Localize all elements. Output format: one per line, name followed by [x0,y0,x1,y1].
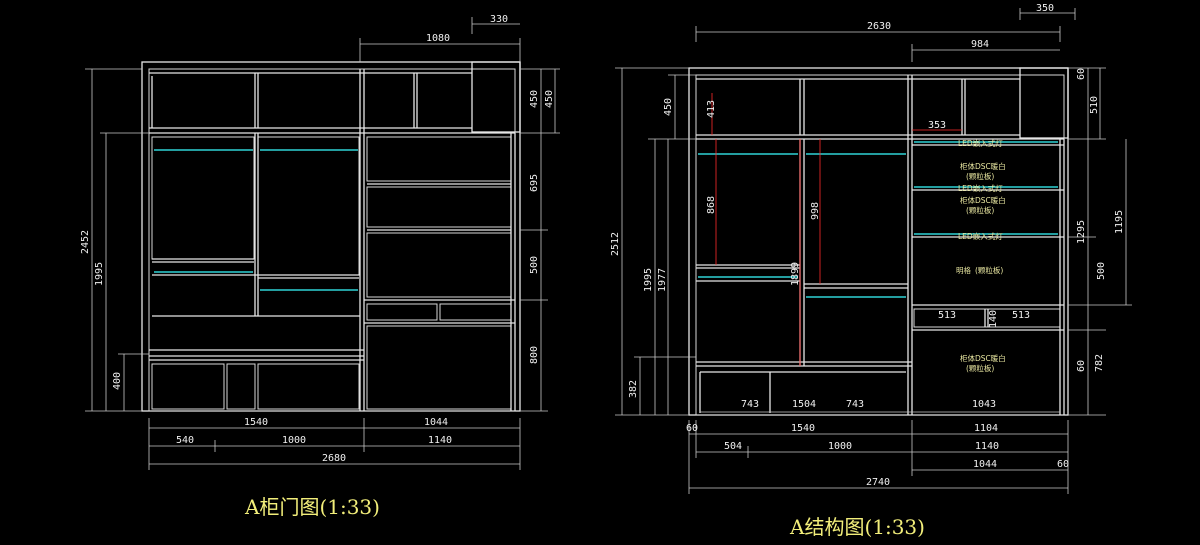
dim-left-1995: 1995 [94,262,105,286]
label-panel-2: 柜体DSC暖白 [960,195,1006,205]
dim-bottom-1540: 1540 [244,417,268,428]
dim-bottom-2740: 2740 [866,477,890,488]
dim-right-450-b: 450 [544,90,555,108]
dim-inner-998: 998 [810,202,821,220]
dim-right-500: 500 [1096,262,1107,280]
drawing-title-structure: A结构图(1:33) [789,515,925,539]
door-elevation-drawing: 330 1080 2452 1995 400 450 450 695 500 8… [80,14,560,519]
dim-right-510: 510 [1089,96,1100,114]
dim-right-450-a: 450 [529,90,540,108]
dim-left-2512: 2512 [610,232,621,256]
label-board-1: (颗粒板) [966,171,994,181]
dim-inner-1899: 1899 [790,262,801,286]
dim-bottom-1000: 1000 [282,435,306,446]
dim-right-782: 782 [1094,354,1105,372]
dim-right-695: 695 [529,174,540,192]
dim-inner-868: 868 [706,196,717,214]
dim-inner-1043: 1043 [972,399,996,410]
dim-bottom-540: 540 [176,435,194,446]
dim-bottom-2680: 2680 [322,453,346,464]
dim-right-1195: 1195 [1114,210,1125,234]
dim-left-1977: 1977 [657,268,668,292]
dim-bottom-1104: 1104 [974,423,998,434]
dim-left-2452: 2452 [80,230,91,254]
dim-left-382: 382 [628,380,639,398]
ceiling-box [1019,67,1069,139]
dim-inner-743-b: 743 [846,399,864,410]
dim-inner-1504: 1504 [792,399,816,410]
dim-right-800: 800 [529,346,540,364]
dim-inner-353: 353 [928,120,946,131]
dim-top-1080: 1080 [426,33,450,44]
dim-left-400: 400 [112,372,123,390]
dim-right-60-mid: 60 [1076,360,1087,372]
dim-top-330: 330 [490,14,508,25]
dim-left-1995: 1995 [643,268,654,292]
label-led-2: LED嵌入式灯 [958,183,1003,193]
label-open-shelf: 明格 [956,265,971,275]
structure-drawing: LED嵌入式灯 柜体DSC暖白 (颗粒板) LED嵌入式灯 柜体DSC暖白 (颗… [610,3,1132,539]
label-panel-1: 柜体DSC暖白 [960,161,1006,171]
dim-inner-743-a: 743 [741,399,759,410]
label-board-4: (颗粒板) [966,363,994,373]
dim-right-60-top: 60 [1076,68,1087,80]
structure-outline [688,67,1069,416]
label-panel-3: 柜体DSC暖白 [960,353,1006,363]
dim-bottom-60-right: 60 [1057,459,1069,470]
dim-inner-413: 413 [706,100,717,118]
label-led-3: LED嵌入式灯 [958,231,1003,241]
dim-inner-140: 140 [988,310,999,328]
dim-left-450: 450 [663,98,674,116]
label-board-3: (颗粒板) [975,265,1003,275]
label-board-2: (颗粒板) [966,205,994,215]
dim-bottom-60-left: 60 [686,423,698,434]
dim-bottom-1540: 1540 [791,423,815,434]
dim-bottom-1140: 1140 [428,435,452,446]
ceiling-box [471,61,521,133]
drawing-title-door: A柜门图(1:33) [244,495,380,519]
dim-top-350: 350 [1036,3,1054,14]
dim-right-1295: 1295 [1076,220,1087,244]
dim-bottom-504: 504 [724,441,742,452]
dim-bottom-1044: 1044 [424,417,448,428]
dim-bottom-1000: 1000 [828,441,852,452]
dim-bottom-1140: 1140 [975,441,999,452]
dim-inner-513-a: 513 [938,310,956,321]
dim-bottom-1044: 1044 [973,459,997,470]
dim-top-984: 984 [971,39,989,50]
label-led-1: LED嵌入式灯 [958,138,1003,148]
dim-right-500: 500 [529,256,540,274]
cabinet-outline [141,61,521,412]
dim-top-2630: 2630 [867,21,891,32]
dim-inner-513-b: 513 [1012,310,1030,321]
